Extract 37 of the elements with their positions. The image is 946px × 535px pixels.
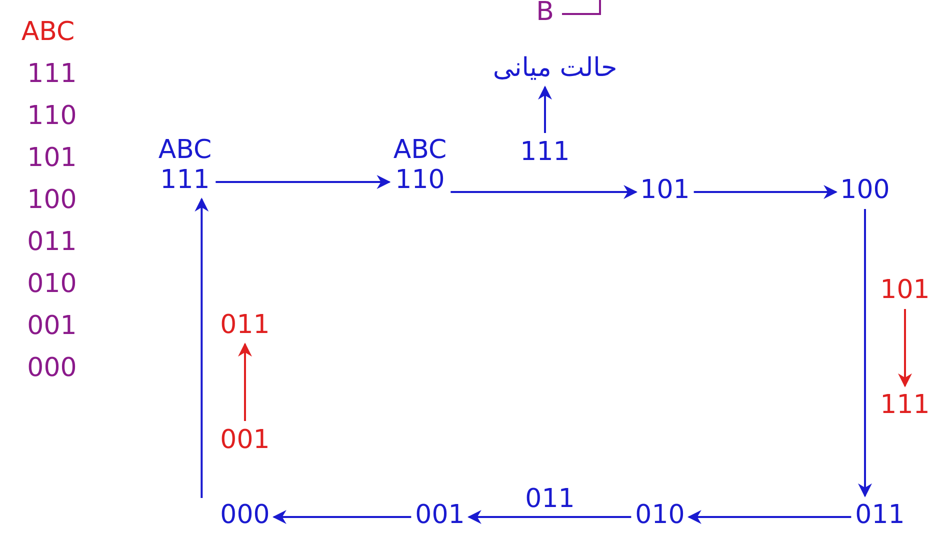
column-header: ABC bbox=[158, 135, 212, 165]
table-row: 011 bbox=[27, 227, 77, 257]
state-code: 100 bbox=[840, 175, 890, 205]
state-code: 110 bbox=[394, 165, 446, 195]
arrow bbox=[450, 185, 638, 199]
arrow bbox=[687, 510, 852, 524]
state-code: 111 bbox=[159, 165, 211, 195]
arrow bbox=[194, 198, 209, 498]
letter: B bbox=[536, 0, 554, 27]
arrow bbox=[238, 342, 252, 421]
state-code: 111 bbox=[880, 390, 930, 420]
state-code: 000 bbox=[220, 500, 270, 530]
state-text: حالت میانی bbox=[492, 53, 618, 83]
arrow bbox=[858, 209, 872, 498]
state-code: 001 bbox=[220, 425, 270, 455]
state-code: 011 bbox=[855, 500, 905, 530]
table-row: 110 bbox=[27, 101, 77, 131]
table-row: 111 bbox=[27, 59, 77, 89]
arrow bbox=[538, 86, 552, 133]
table-row: 010 bbox=[27, 269, 77, 299]
state-code: 101 bbox=[640, 175, 690, 205]
table-row: 101 bbox=[27, 143, 77, 173]
arrow bbox=[272, 510, 412, 524]
table-row: 000 bbox=[27, 353, 77, 383]
table-row: 100 bbox=[27, 185, 77, 215]
arrow bbox=[694, 185, 838, 199]
arrow bbox=[898, 309, 912, 388]
arrow bbox=[216, 175, 391, 189]
state-code: 010 bbox=[635, 500, 685, 530]
arrow bbox=[467, 510, 632, 524]
state-code: 001 bbox=[415, 500, 465, 530]
column-header: ABC bbox=[21, 17, 75, 47]
state-code: 111 bbox=[520, 137, 570, 167]
table-row: 001 bbox=[27, 311, 77, 341]
column-header: ABC bbox=[393, 135, 447, 165]
state-code: 011 bbox=[220, 310, 270, 340]
state-code: 101 bbox=[880, 275, 930, 305]
